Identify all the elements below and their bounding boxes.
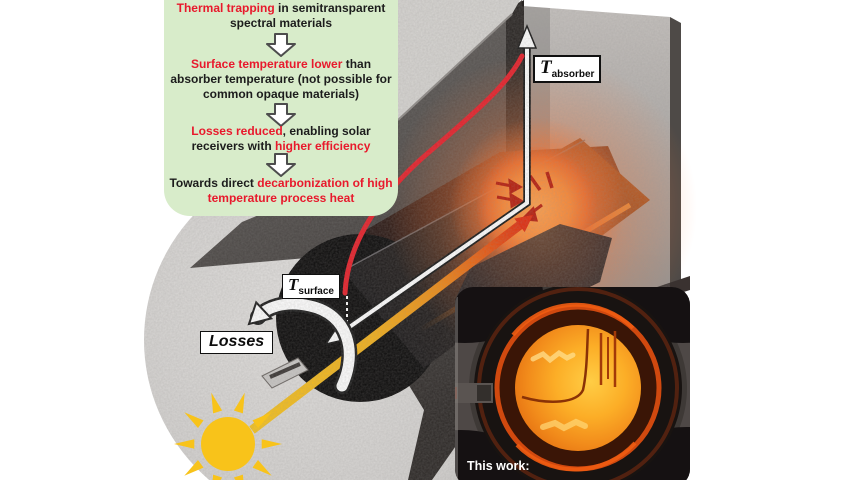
down-arrow-icon [164, 153, 398, 182]
thermal-trapping-flow-box: Thermal trapping in semitransparent spec… [164, 0, 398, 216]
flow-step-3: Losses reduced, enabling solar receivers… [164, 124, 398, 154]
flow-step-1: Thermal trapping in semitransparent spec… [164, 1, 398, 31]
t-absorber-label: Tabsorber [533, 55, 602, 83]
flow-step-text: in semitransparent spectral materials [229, 1, 386, 30]
flow-step-text: Towards direct [169, 176, 258, 190]
flow-step-text: Losses reduced [191, 124, 283, 138]
this-work-caption-text: This work: [467, 459, 530, 473]
flow-step-4: Towards direct decarbonization of high t… [164, 176, 398, 206]
flow-step-text: Thermal trapping [176, 1, 275, 15]
flow-step-text: than absorber temperature (not possible … [170, 57, 392, 101]
down-arrow-icon [164, 33, 398, 62]
this-work-caption: This work: [467, 459, 530, 473]
flow-step-text: Surface temperature lower [190, 57, 343, 71]
inset-glowing-window [515, 325, 641, 451]
losses-label-text: Losses [209, 333, 265, 350]
losses-label: Losses [200, 331, 274, 354]
flow-step-text: higher efficiency [275, 139, 371, 153]
flow-step-text: decarbonization of high temperature proc… [207, 176, 393, 205]
temperature-subscript: surface [298, 286, 334, 297]
window-sample-streak [521, 328, 590, 403]
inset-photo [455, 287, 690, 480]
temperature-symbol: T [540, 57, 552, 78]
flow-step-text: , enabling solar receivers with [191, 124, 371, 153]
flow-step-2: Surface temperature lower than absorber … [164, 57, 398, 102]
temperature-symbol: T [288, 275, 299, 294]
down-arrow-icon [164, 103, 398, 132]
t-surface-label: Tsurface [282, 274, 340, 299]
sun-icon [174, 392, 282, 480]
temperature-subscript: absorber [551, 69, 595, 80]
